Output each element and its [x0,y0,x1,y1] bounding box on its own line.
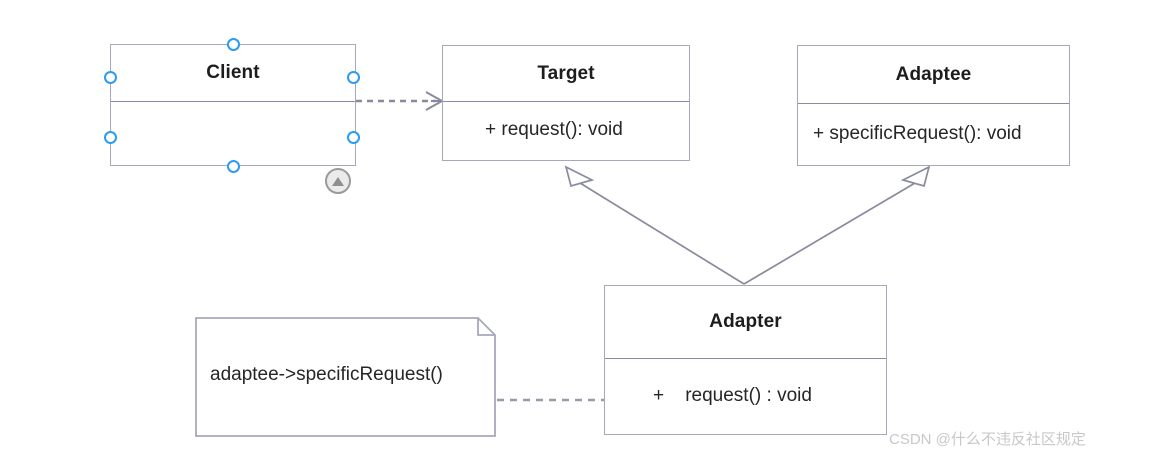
watermark-text: CSDN @什么不违反社区规定 [889,431,1086,448]
uml-class-name-target: Target [537,62,595,84]
uml-class-name-adaptee: Adaptee [895,63,972,85]
connector-client-to-target[interactable] [356,91,445,111]
uml-class-header-target: Target [443,46,689,102]
uml-class-body-target: + request(): void [443,100,689,160]
collapse-expand-control[interactable] [325,168,351,194]
uml-class-header-adapter: Adapter [605,286,886,359]
connector-adapter-to-target[interactable] [564,165,745,285]
uml-class-adaptee[interactable]: Adaptee + specificRequest(): void [797,45,1070,166]
selection-handle-left-lower[interactable] [104,131,117,144]
note-shape [195,317,496,437]
connector-adapter-to-adaptee[interactable] [743,165,931,285]
uml-class-target[interactable]: Target + request(): void [442,45,690,161]
selection-handle-left-upper[interactable] [104,71,117,84]
selection-handle-top[interactable] [227,38,240,51]
uml-class-member: + request() : void [653,384,812,406]
uml-class-header-adaptee: Adaptee [798,46,1069,104]
uml-class-body-adapter: + request() : void [605,357,886,434]
uml-class-body-client [111,102,355,165]
uml-class-member: + request(): void [485,119,623,140]
selection-handle-right-upper[interactable] [347,71,360,84]
triangle-up-icon [332,176,344,186]
uml-class-client[interactable]: Client [110,44,356,166]
uml-class-name-client: Client [206,62,260,83]
uml-class-name-adapter: Adapter [709,311,782,332]
selection-handle-right-lower[interactable] [347,131,360,144]
uml-note-adaptee-call[interactable]: adaptee->specificRequest() [195,317,496,437]
uml-class-body-adaptee: + specificRequest(): void [798,102,1069,165]
selection-handle-bottom[interactable] [227,160,240,173]
uml-class-member: + specificRequest(): void [813,122,1022,144]
uml-class-header-client: Client [111,45,355,102]
uml-class-adapter[interactable]: Adapter + request() : void [604,285,887,435]
uml-note-text: adaptee->specificRequest() [210,364,443,385]
